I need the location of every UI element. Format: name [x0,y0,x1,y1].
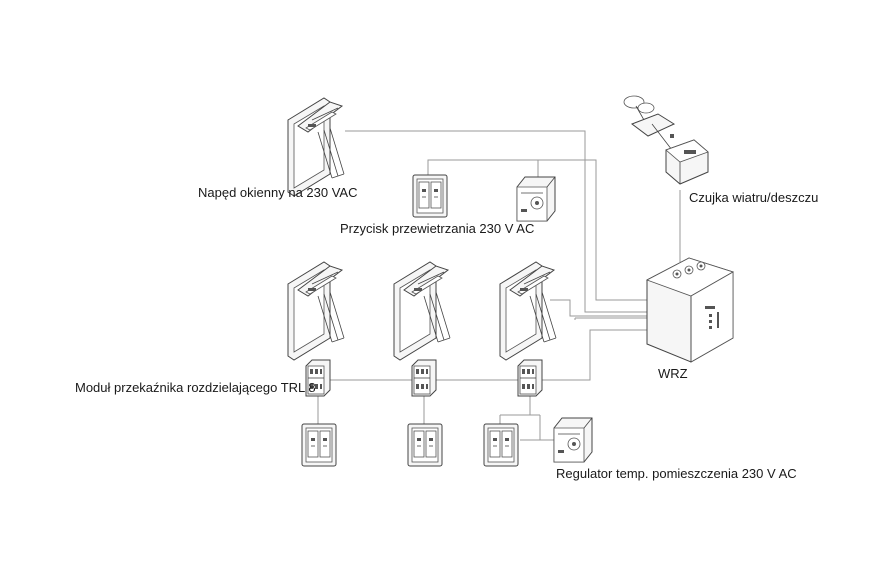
relay-module-label: Moduł przekaźnika rozdzielającego TRL 8 [75,380,316,395]
room-thermostat-icon [516,176,556,222]
wind-rain-sensor-icon [623,95,709,185]
room-thermostat-label: Regulator temp. pomieszczenia 230 V AC [556,466,797,481]
window-drive-icon [287,97,345,197]
local-button-3 [483,423,519,467]
room-thermostat [553,417,593,463]
window-drive-top [287,97,345,197]
window-drive-label: Napęd okienny na 230 VAC [198,185,358,200]
controller-wrz [646,257,734,363]
double-switch-icon [407,423,443,467]
window-drive-icon [393,261,451,361]
wires [317,130,681,441]
wind-rain-sensor [623,95,709,185]
window-drive-icon [499,261,557,361]
double-switch-icon [412,174,448,218]
relay-module-icon [411,359,437,397]
relay-module-icon [517,359,543,397]
vent-button [412,174,448,218]
double-switch-icon [483,423,519,467]
vent-button-label: Przycisk przewietrzania 230 V AC [340,221,535,236]
wind-rain-sensor-label: Czujka wiatru/deszczu [689,190,819,205]
window-drive-icon [287,261,345,361]
local-button-1 [301,423,337,467]
local-button-2 [407,423,443,467]
window-drive-3 [499,261,557,361]
relay-module-3 [517,359,543,397]
double-switch-icon [301,423,337,467]
window-drive-1 [287,261,345,361]
relay-module-2 [411,359,437,397]
room-thermostat-icon [553,417,593,463]
controller-label: WRZ [658,366,688,381]
window-drive-2 [393,261,451,361]
vent-thermostat [516,176,556,222]
controller-box-icon [646,257,734,363]
